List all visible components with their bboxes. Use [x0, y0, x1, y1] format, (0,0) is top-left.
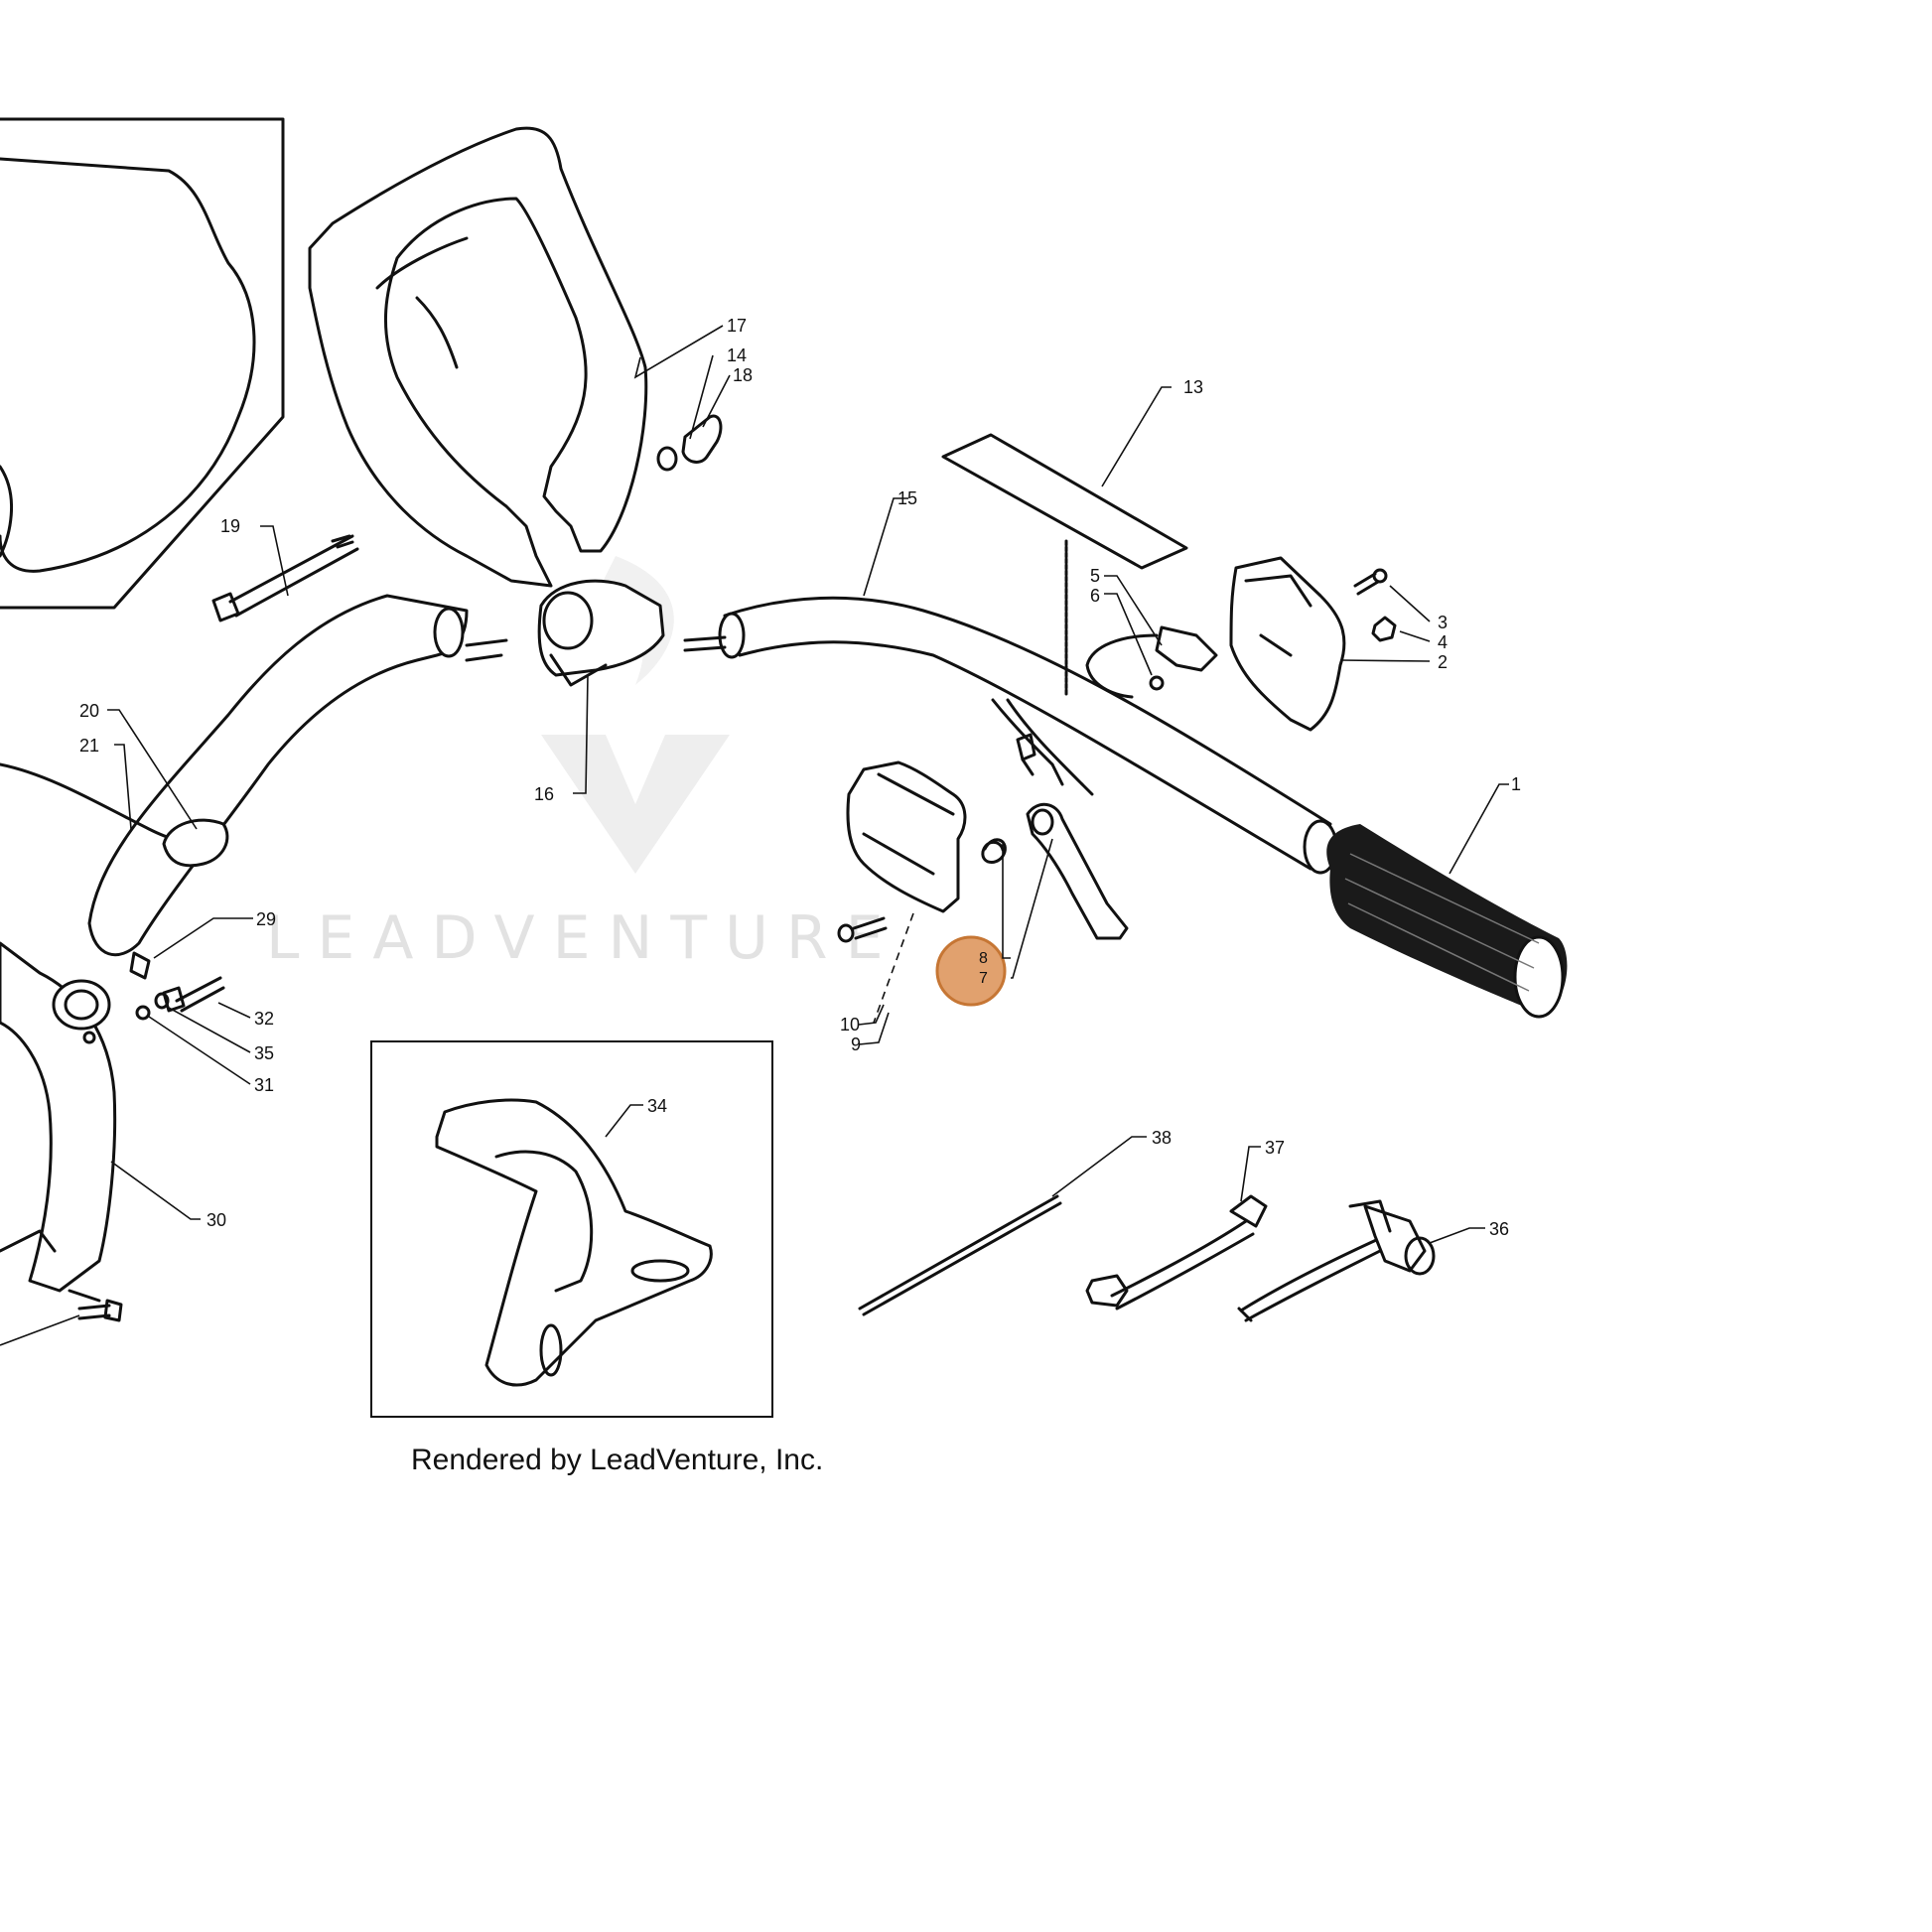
decal-part-13	[941, 433, 1188, 570]
fuel-tank-part	[0, 117, 285, 610]
callout-8: 8	[979, 950, 988, 967]
long-bolt-part-19	[211, 534, 359, 622]
housing-part-2	[1229, 556, 1397, 732]
handle-loop-part-17	[308, 126, 648, 588]
caption-text: Rendered by LeadVenture, Inc.	[411, 1444, 823, 1476]
throttle-housing-part-9-10	[837, 760, 967, 1024]
inset-box-part-34	[370, 1040, 773, 1418]
callout-37: 37	[1265, 1138, 1285, 1158]
callout-20: 20	[79, 701, 99, 721]
callout-3: 3	[1438, 613, 1448, 632]
callout-1: 1	[1511, 774, 1521, 794]
washer-knob-part-14-18	[656, 414, 723, 472]
callout-2: 2	[1438, 652, 1448, 672]
callout-35: 35	[254, 1043, 274, 1063]
callout-5: 5	[1090, 566, 1100, 586]
leader-lines	[0, 325, 1509, 1346]
lower-bracket-part-30	[0, 941, 225, 1322]
callout-34: 34	[647, 1096, 667, 1116]
callout-29: 29	[256, 909, 276, 929]
clamp-block-part-16	[537, 579, 665, 687]
callout-18: 18	[733, 365, 753, 385]
tools-part-36-37-38	[858, 1194, 1436, 1322]
callout-31: 31	[254, 1075, 274, 1095]
callout-17: 17	[727, 316, 747, 336]
callout-15: 15	[897, 488, 917, 508]
callout-32: 32	[254, 1009, 274, 1029]
trigger-spring-part-7-8	[981, 733, 1129, 940]
callout-13: 13	[1183, 377, 1203, 397]
left-handlebar-tube	[0, 594, 508, 957]
callout-10: 10	[840, 1015, 860, 1035]
callout-9: 9	[851, 1035, 861, 1054]
callout-21: 21	[79, 736, 99, 756]
grip-part-1	[1326, 824, 1568, 1019]
callout-16: 16	[534, 784, 554, 804]
watermark-text: LEADVENTURE	[266, 903, 901, 973]
callout-38: 38	[1152, 1128, 1172, 1148]
callout-30: 30	[207, 1210, 226, 1230]
callout-7: 7	[979, 970, 988, 987]
callout-labels: 1 2 3 4 5 6 7 8 9 10 13 14 15 16 17 18 1…	[79, 316, 1521, 1239]
callout-4: 4	[1438, 632, 1448, 652]
highlight-marker[interactable]	[935, 935, 1007, 1007]
callout-6: 6	[1090, 586, 1100, 606]
callout-19: 19	[220, 516, 240, 536]
switch-part-5-6	[1064, 539, 1218, 699]
callout-36: 36	[1489, 1219, 1509, 1239]
callout-14: 14	[727, 345, 747, 365]
